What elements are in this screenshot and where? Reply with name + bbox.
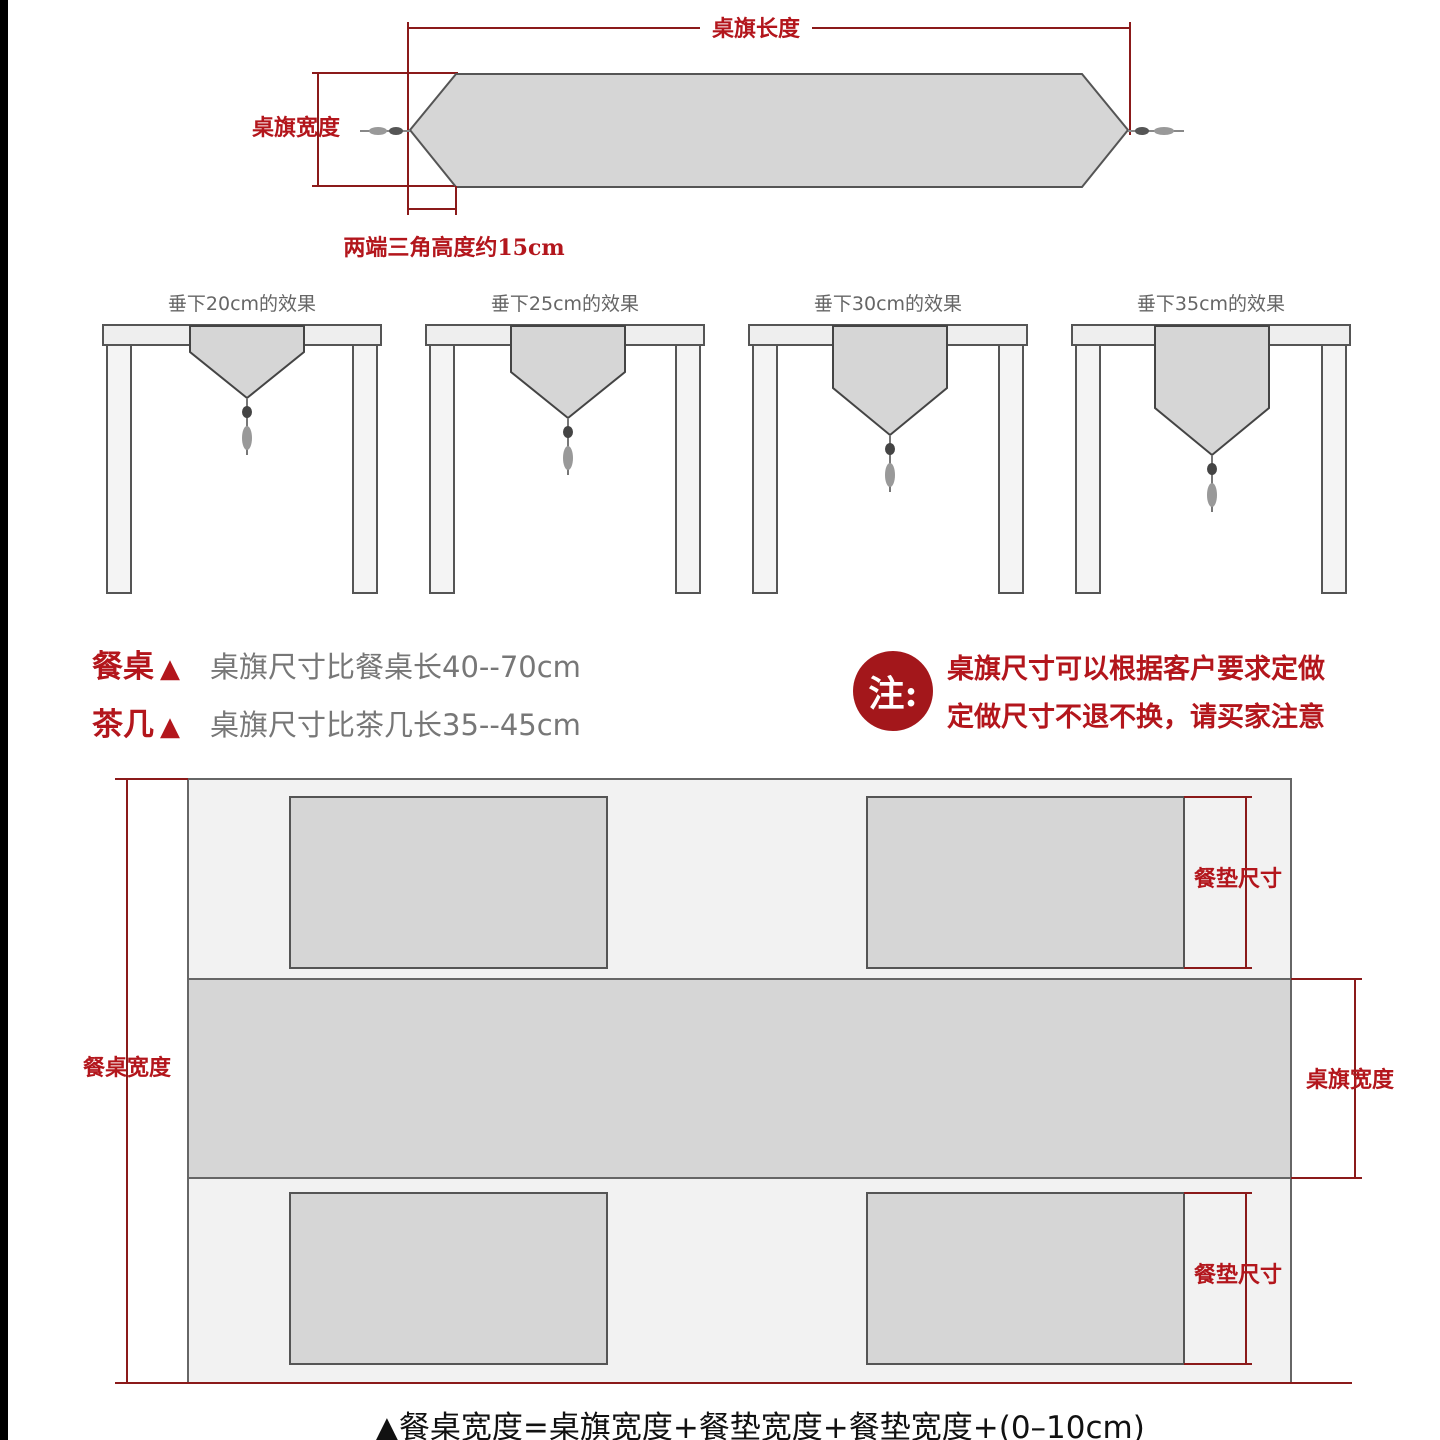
runner-drop — [189, 325, 305, 400]
left-edge-bar — [0, 0, 8, 1440]
rule-kind-dining: 餐桌 — [92, 649, 154, 685]
sizing-rules: 餐桌 ▲ 桌旗尺寸比餐桌长40--70cm 茶几 ▲ 桌旗尺寸比茶几长35--4… — [92, 649, 581, 743]
table-leg-left — [1075, 344, 1101, 594]
tassel-tail — [1207, 483, 1217, 507]
runner-drop — [832, 325, 948, 437]
table-leg-left — [106, 344, 132, 594]
left-tassel — [360, 127, 410, 135]
placemat-bottom-left — [289, 1192, 608, 1365]
drop-caption: 垂下20cm的效果 — [168, 293, 316, 315]
note-block: 注: 桌旗尺寸可以根据客户要求定做 定做尺寸不退不换，请买家注意 — [853, 651, 1325, 733]
tassel-tail — [885, 463, 895, 487]
note-badge-text: 注: — [868, 673, 917, 715]
mat-size-label-top: 餐垫尺寸 — [1194, 866, 1282, 892]
runner-drop — [1154, 325, 1270, 457]
triangle-icon: ▲ — [160, 712, 180, 742]
mat-size-label-bottom: 餐垫尺寸 — [1194, 1262, 1282, 1288]
note-badge — [853, 651, 933, 731]
note-line-1: 桌旗尺寸可以根据客户要求定做 — [947, 653, 1325, 685]
table-leg-right — [352, 344, 378, 594]
tassel-bead — [563, 426, 573, 438]
width-formula: ▲餐桌宽度=桌旗宽度+餐垫宽度+餐垫宽度+(0–10cm) — [375, 1410, 1145, 1440]
runner-width-label-bottom: 桌旗宽度 — [1306, 1067, 1395, 1093]
right-tassel — [1128, 127, 1184, 135]
table-leg-left — [429, 344, 455, 594]
tassel-tail — [563, 446, 573, 470]
drop-example-25cm: 垂下25cm的效果 — [425, 293, 705, 594]
table-leg-right — [1321, 344, 1347, 594]
runner-drop — [510, 325, 626, 420]
runner-band — [187, 978, 1292, 1179]
drop-example-35cm: 垂下35cm的效果 — [1071, 293, 1351, 594]
drop-example-20cm: 垂下20cm的效果 — [102, 293, 382, 594]
note-line-2: 定做尺寸不退不换，请买家注意 — [947, 701, 1325, 733]
placemat-top-left — [289, 796, 608, 969]
drop-caption: 垂下25cm的效果 — [491, 293, 639, 315]
drop-example-30cm: 垂下30cm的效果 — [748, 293, 1028, 594]
rule-kind-coffee: 茶几 — [92, 707, 154, 743]
tassel-bead — [885, 443, 895, 455]
tassel-bead — [1207, 463, 1217, 475]
table-top-view: 餐桌宽度 餐垫尺寸 餐垫尺寸 桌旗宽度 — [83, 778, 1395, 1384]
runner-shape — [408, 73, 1130, 188]
runner-length-label: 桌旗长度 — [712, 16, 801, 42]
rule-text-dining: 桌旗尺寸比餐桌长40--70cm — [210, 650, 581, 684]
placemat-top-right — [866, 796, 1185, 969]
drop-caption: 垂下35cm的效果 — [1137, 293, 1285, 315]
runner-overview: 桌旗长度 桌旗宽度 两端三角高度约15cm — [252, 16, 1184, 261]
table-leg-right — [675, 344, 701, 594]
tassel-tail — [242, 426, 252, 450]
rule-text-coffee: 桌旗尺寸比茶几长35--45cm — [210, 708, 581, 742]
table-leg-right — [998, 344, 1024, 594]
tassel-bead — [242, 406, 252, 418]
runner-width-label: 桌旗宽度 — [252, 115, 341, 141]
drop-caption: 垂下30cm的效果 — [814, 293, 962, 315]
tip-height-label: 两端三角高度约15cm — [343, 235, 564, 261]
placemat-bottom-right — [866, 1192, 1185, 1365]
table-width-label: 餐桌宽度 — [83, 1055, 172, 1081]
triangle-icon: ▲ — [160, 654, 180, 684]
table-leg-left — [752, 344, 778, 594]
